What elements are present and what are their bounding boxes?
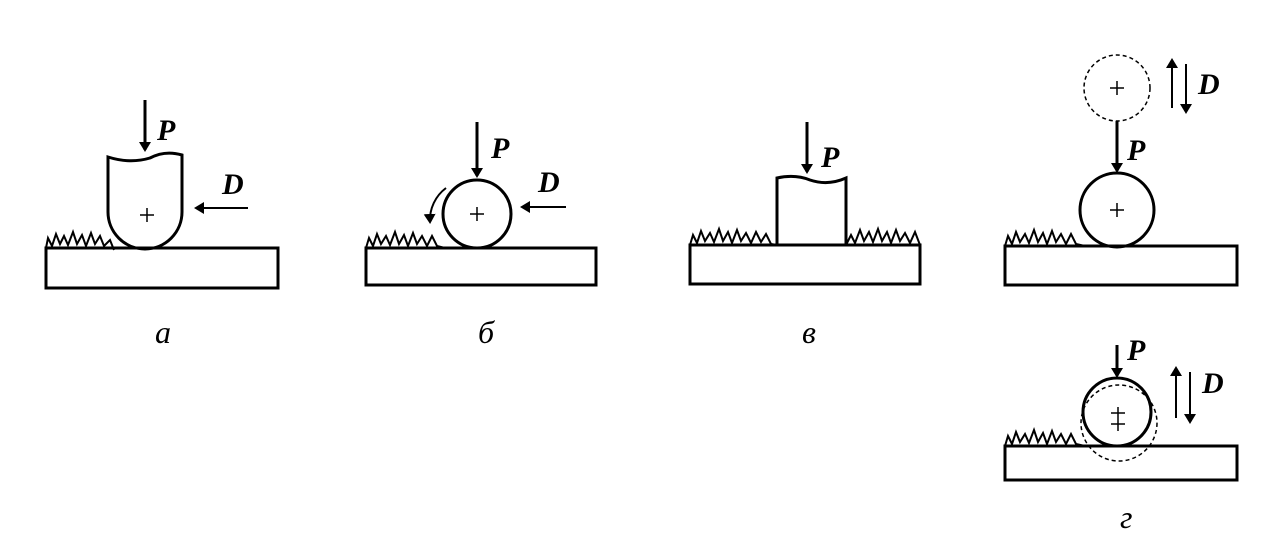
center-mark: [1111, 407, 1125, 419]
figure-c: P в: [688, 122, 922, 350]
force-label: P: [1126, 134, 1146, 167]
ball-lowered-position: [1080, 384, 1158, 462]
caption-a: а: [155, 314, 171, 350]
center-mark: [1110, 203, 1124, 217]
workpiece: [688, 243, 922, 286]
workpiece: [364, 246, 598, 287]
caption-c: в: [802, 314, 816, 350]
rotation-arrow: [423, 187, 447, 224]
rough-surface-right: [845, 226, 921, 246]
workpiece: [1003, 244, 1239, 287]
center-mark: [140, 208, 154, 222]
figure-a: P D а: [44, 100, 280, 350]
feed-label: D: [537, 166, 560, 199]
center-mark-raised: [1110, 81, 1124, 95]
tool: [106, 151, 184, 251]
caption-b: б: [478, 314, 495, 350]
caption-d: г: [1120, 499, 1132, 535]
rough-surface: [365, 229, 446, 249]
roller: [441, 178, 513, 250]
force-label: P: [490, 132, 510, 165]
figure-d-top: P D: [1003, 54, 1239, 287]
figure-b: P D б: [364, 122, 598, 350]
workpiece: [1003, 444, 1239, 482]
force-label: P: [156, 114, 176, 147]
center-mark: [470, 207, 484, 221]
ball: [1078, 171, 1156, 249]
rough-surface-left: [689, 226, 778, 246]
force-label: P: [1126, 334, 1146, 367]
figure-d-bottom: P D г: [1003, 334, 1239, 535]
workpiece: [44, 246, 280, 290]
force-label: P: [820, 141, 840, 174]
feed-label: D: [1197, 68, 1220, 101]
ball: [1081, 376, 1153, 448]
feed-label: D: [221, 168, 244, 201]
rough-surface: [1004, 427, 1086, 447]
rough-surface: [45, 229, 115, 251]
center-mark-lowered: [1111, 419, 1125, 431]
rough-surface: [1004, 227, 1086, 247]
feed-label: D: [1201, 367, 1224, 400]
tool-block: [775, 174, 848, 247]
